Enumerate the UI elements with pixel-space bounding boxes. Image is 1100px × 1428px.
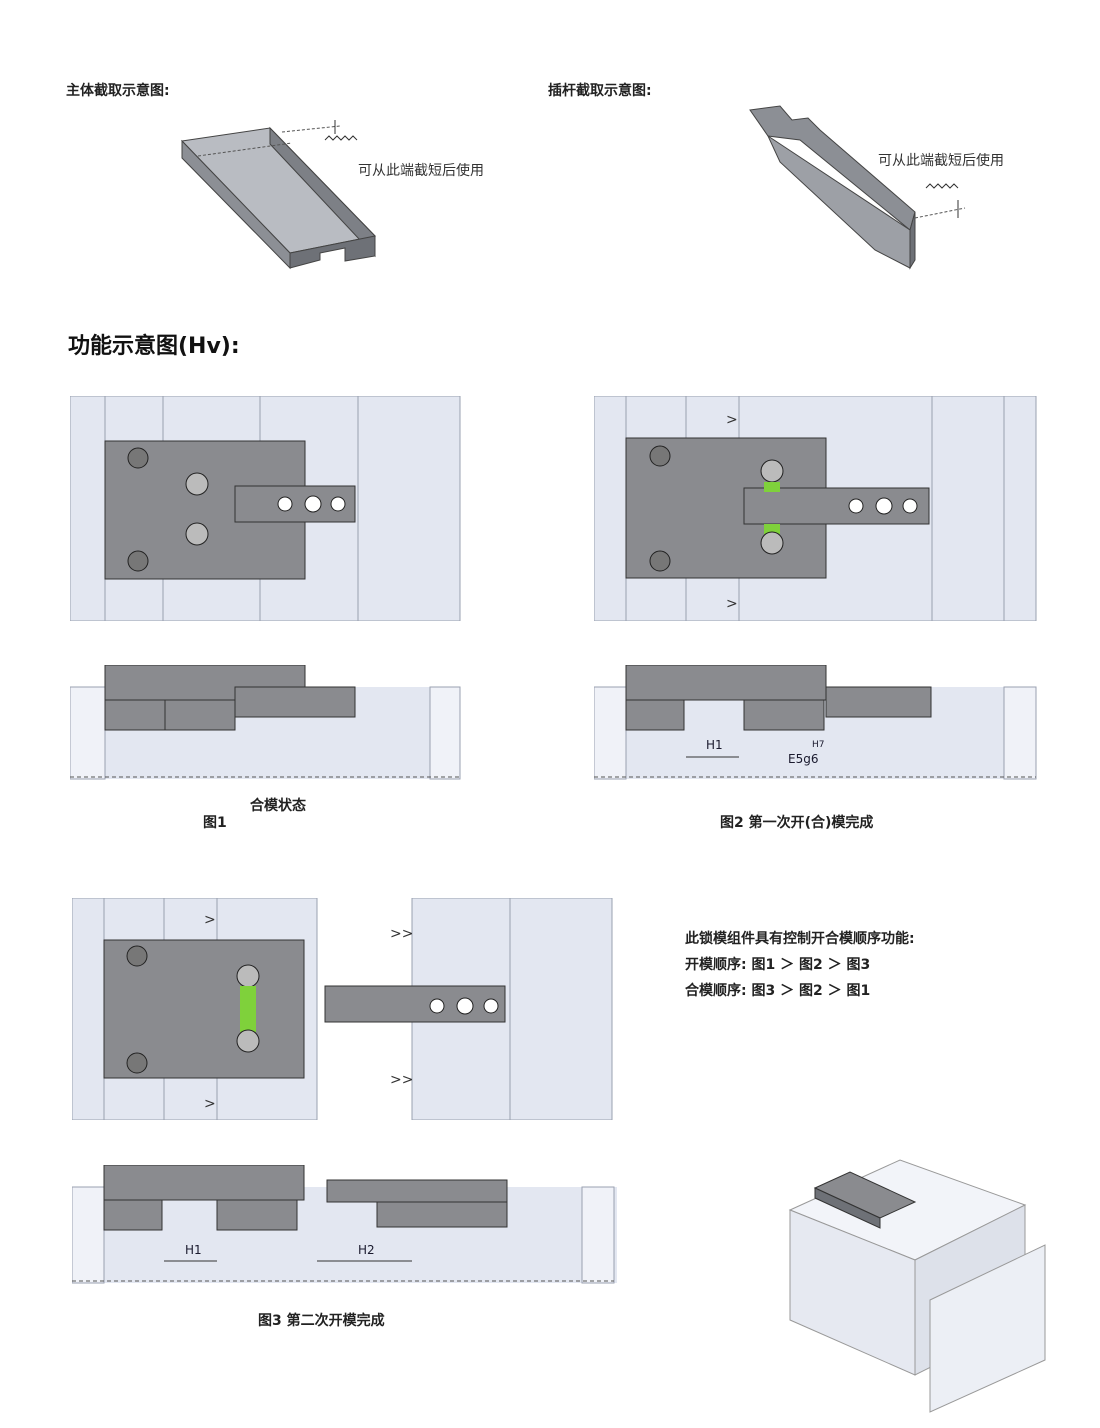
svg-text:>>: >> (390, 1072, 413, 1088)
svg-text:>: > (726, 412, 738, 428)
description-block: 此锁模组件具有控制开合模顺序功能: 开模顺序: 图1 ＞ 图2 ＞ 图3 合模顺… (685, 926, 915, 1004)
fig1-top-view (70, 396, 461, 621)
fig2-tolerance-sup: H7 (812, 740, 825, 750)
svg-text:>: > (204, 1096, 216, 1112)
fig1-side-view (70, 665, 461, 780)
assembly-illustration (788, 1159, 1046, 1413)
body-cut-note: 可从此端截短后使用 (358, 163, 484, 179)
open-sequence: 开模顺序: 图1 ＞ 图2 ＞ 图3 (685, 957, 871, 973)
fig3-h1-label: H1 (185, 1243, 202, 1257)
fig3-h2-label: H2 (358, 1243, 375, 1257)
rod-cut-title: 插杆截取示意图: (548, 83, 652, 99)
close-sequence: 合模顺序: 图3 ＞ 图2 ＞ 图1 (685, 983, 871, 999)
rod-cut-illustration (749, 105, 966, 270)
fig3-top-view: > > >> >> (72, 898, 613, 1120)
fig1-caption: 合模状态 (250, 798, 306, 814)
fig3-side-view (72, 1165, 617, 1284)
rod-cut-note: 可从此端截短后使用 (878, 153, 1004, 169)
description-title: 此锁模组件具有控制开合模顺序功能: (685, 931, 915, 947)
fig3-caption: 图3 第二次开模完成 (258, 1313, 385, 1329)
fig2-caption: 图2 第一次开(合)模完成 (720, 815, 874, 831)
fig2-top-view: > > (594, 396, 1037, 621)
body-cut-illustration (180, 120, 376, 270)
fig2-tolerance: E5g6 (788, 752, 819, 766)
section-title: 功能示意图(Hv): (68, 334, 240, 359)
svg-text:>>: >> (390, 926, 413, 942)
fig1-label: 图1 (203, 815, 227, 831)
svg-text:>: > (726, 596, 738, 612)
svg-text:>: > (204, 912, 216, 928)
fig2-side-view (594, 665, 1037, 780)
body-cut-title: 主体截取示意图: (66, 83, 170, 99)
fig2-h1-label: H1 (706, 738, 723, 752)
